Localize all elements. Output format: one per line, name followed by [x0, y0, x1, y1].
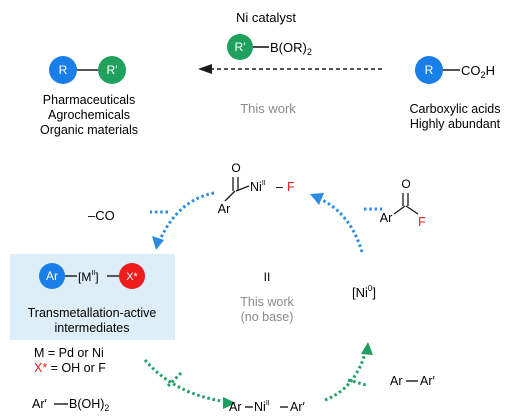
product-r-prime-text: R′ — [107, 63, 119, 77]
arrow-transmetallation-head — [223, 397, 236, 409]
arrow-decarbonylation — [158, 191, 215, 241]
reaction-arrow-head — [198, 64, 212, 74]
nickel-zero: [Ni0] — [352, 284, 376, 300]
product-r-prime-badge — [98, 56, 126, 84]
acid-r-badge — [415, 56, 443, 84]
biaryl-ni-ar1: Ar — [229, 400, 242, 414]
acyl-fluoride: O Ar F — [380, 177, 426, 229]
intermediate-title-2: intermediates — [54, 321, 129, 335]
arrow-transmetallation-tail — [166, 370, 184, 388]
boronic-acid-b: B(OH)2 — [69, 397, 109, 413]
cycle-center-note-2: (no base) — [241, 310, 294, 324]
cycle-center-note-1: This work — [240, 295, 294, 309]
acyl-fluoride-ar-bond — [393, 205, 406, 215]
product-use-3: Organic materials — [40, 123, 138, 137]
acyl-ni-f: F — [287, 180, 295, 194]
acyl-fluoride-f: F — [418, 215, 426, 229]
cycle-center-roman: II — [264, 270, 271, 284]
catalyst-label: Ni catalyst — [236, 10, 296, 25]
reagent-boron-text: B(OR)2 — [270, 40, 312, 57]
intermediate-x-text: X* — [126, 271, 138, 283]
biaryl-product-ar1: Ar — [390, 374, 403, 388]
product-r-badge — [49, 56, 77, 84]
intermediate-x-badge — [119, 263, 145, 289]
biaryl-ni-nickel: NiII — [254, 400, 270, 414]
arrow-transmetallation — [143, 359, 229, 404]
intermediate-metal: [MII] — [78, 270, 99, 284]
reagent-r-prime-badge — [227, 34, 253, 60]
acyl-fluoride-ar: Ar — [380, 211, 393, 225]
acyl-ni-nickel: NiII — [250, 180, 266, 194]
arrow-decarbonylation-head — [152, 236, 164, 250]
product-use-1: Pharmaceuticals — [43, 93, 135, 107]
arrow-reductive-elimination-head — [361, 342, 373, 355]
arrow-reductive-elimination — [324, 349, 368, 402]
metal-definition: M = Pd or Ni — [34, 346, 104, 360]
this-work-top: This work — [240, 101, 296, 116]
arrow-oxidative-addition — [317, 196, 364, 253]
reagent-r-prime-text: R′ — [235, 40, 247, 54]
acyl-nickel-fluoride: O Ar NiII – F — [218, 161, 295, 216]
biaryl-product-ar2: Ar′ — [420, 374, 436, 388]
decarbonylation-label: –CO — [88, 208, 115, 223]
product-use-2: Agrochemicals — [48, 108, 130, 122]
acid-r-text: R — [425, 63, 434, 77]
x-definition: X* = OH or F — [34, 361, 106, 375]
acyl-ni-ni-bond — [235, 185, 250, 192]
intermediate-title-1: Transmetallation-active — [28, 306, 157, 320]
intermediate-panel — [10, 254, 175, 340]
product-r-text: R — [59, 63, 68, 77]
acid-desc-2: Highly abundant — [410, 117, 501, 131]
acyl-ni-ar-bond — [224, 190, 236, 202]
boronic-acid-ar: Ar′ — [32, 397, 48, 411]
biaryl-ni-ar2: Ar′ — [290, 400, 306, 414]
acid-desc-1: Carboxylic acids — [409, 102, 500, 116]
arrow-oxidative-addition-head — [310, 193, 324, 205]
acid-group-text: CO2H — [461, 63, 495, 80]
acyl-fluoride-f-bond — [405, 205, 419, 215]
acyl-ni-ar: Ar — [218, 202, 231, 216]
intermediate-ar-text: Ar — [46, 269, 58, 283]
acyl-fluoride-o: O — [401, 177, 410, 191]
acyl-ni-dash: – — [276, 180, 283, 194]
intermediate-ar-badge — [39, 263, 65, 289]
acyl-ni-o: O — [231, 161, 240, 175]
biaryl-nickel: Ar NiII Ar′ — [229, 400, 306, 414]
